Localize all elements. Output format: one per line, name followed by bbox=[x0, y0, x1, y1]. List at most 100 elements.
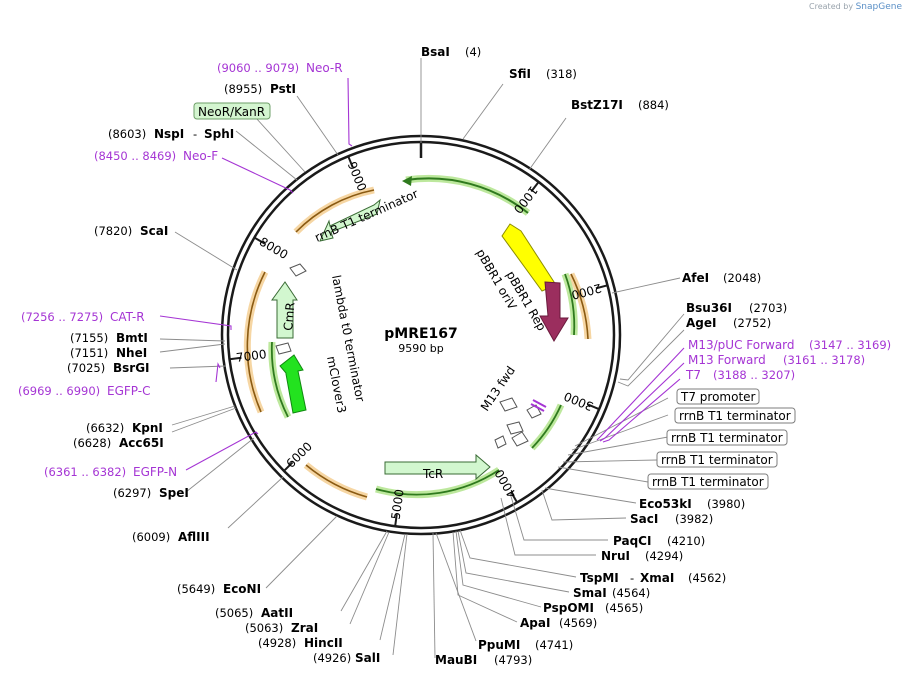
site-econi[interactable]: (5649) EcoNI bbox=[177, 582, 261, 596]
primer-neo-f[interactable]: (8450 .. 8469) Neo-F bbox=[94, 149, 218, 163]
site-smai[interactable]: SmaI (4564) bbox=[573, 586, 650, 600]
primer-bind-arc-3 bbox=[303, 462, 368, 501]
site-acc65i[interactable]: (6628) Acc65I bbox=[73, 436, 164, 450]
svg-text:NruI: NruI bbox=[601, 549, 630, 563]
primer-cat-r[interactable]: (7256 .. 7275) CAT-R bbox=[21, 310, 145, 324]
site-nrui[interactable]: NruI (4294) bbox=[601, 549, 683, 563]
site-ppumi[interactable]: PpuMI (4741) bbox=[478, 638, 573, 652]
site-saci[interactable]: SacI (3982) bbox=[630, 512, 713, 526]
site-afei[interactable]: AfeI (2048) bbox=[682, 271, 761, 285]
box-rrnb-2[interactable]: rrnB T1 terminator bbox=[666, 429, 788, 446]
primer-m13-puc-forward[interactable]: M13/pUC Forward (3147 .. 3169) bbox=[688, 338, 891, 352]
primer-t7[interactable]: T7 (3188 .. 3207) bbox=[685, 368, 795, 382]
site-hincii[interactable]: (4928) HincII bbox=[258, 636, 343, 650]
svg-text:SphI: SphI bbox=[204, 127, 234, 141]
site-kpni[interactable]: (6632) KpnI bbox=[86, 421, 163, 435]
svg-text:EGFP-C: EGFP-C bbox=[107, 384, 150, 398]
svg-text:EGFP-N: EGFP-N bbox=[133, 465, 177, 479]
primer-egfp-c[interactable]: (6969 .. 6990) EGFP-C bbox=[18, 384, 150, 398]
svg-text:ApaI: ApaI bbox=[520, 616, 550, 630]
svg-text:(318): (318) bbox=[546, 67, 577, 81]
site-agei[interactable]: AgeI (2752) bbox=[686, 316, 771, 330]
m13-primer-bar-1 bbox=[532, 399, 547, 408]
primer-egfp-n[interactable]: (6361 .. 6382) EGFP-N bbox=[44, 465, 177, 479]
svg-text:PpuMI: PpuMI bbox=[478, 638, 520, 652]
site-tspmi-xmai[interactable]: TspMI - XmaI (4562) bbox=[580, 571, 726, 585]
tick-marks bbox=[229, 155, 608, 527]
svg-text:(3980): (3980) bbox=[707, 497, 745, 511]
tick-label-4000: 4000 bbox=[492, 467, 519, 500]
svg-text:ZraI: ZraI bbox=[291, 621, 318, 635]
orf-arc-m13-line bbox=[531, 404, 562, 449]
svg-text:(4741): (4741) bbox=[535, 638, 573, 652]
site-sali[interactable]: (4926) SalI bbox=[313, 651, 380, 665]
tick-label-5000: 5000 bbox=[389, 488, 407, 520]
tick-label-9000: 9000 bbox=[345, 160, 369, 194]
svg-text:NeoR/KanR: NeoR/KanR bbox=[198, 105, 265, 119]
tick-label-8000: 8000 bbox=[257, 235, 290, 263]
box-neor-kanr[interactable]: NeoR/KanR bbox=[193, 102, 271, 120]
svg-text:AfeI: AfeI bbox=[682, 271, 709, 285]
svg-text:-: - bbox=[630, 571, 634, 585]
pbbr1-rep-arrow bbox=[539, 281, 569, 342]
svg-text:(6297): (6297) bbox=[113, 486, 151, 500]
svg-text:CAT-R: CAT-R bbox=[110, 310, 145, 324]
tick-label-7000: 7000 bbox=[235, 347, 267, 365]
svg-text:T7 promoter: T7 promoter bbox=[680, 390, 756, 404]
site-afliii[interactable]: (6009) AflIII bbox=[132, 530, 210, 544]
site-bstz17i[interactable]: BstZ17I (884) bbox=[571, 98, 669, 112]
site-bsu36i[interactable]: Bsu36I (2703) bbox=[686, 301, 787, 315]
site-maubi[interactable]: MauBI (4793) bbox=[435, 653, 532, 667]
site-pspomi[interactable]: PspOMI (4565) bbox=[543, 601, 643, 615]
svg-text:(3161 .. 3178): (3161 .. 3178) bbox=[783, 353, 865, 367]
box-rrnb-4[interactable]: rrnB T1 terminator bbox=[647, 473, 769, 490]
svg-text:EcoNI: EcoNI bbox=[223, 582, 261, 596]
box-rrnb-3[interactable]: rrnB T1 terminator bbox=[656, 451, 778, 468]
site-paqci[interactable]: PaqCI (4210) bbox=[613, 534, 705, 548]
site-bsai[interactable]: BsaI (4) bbox=[421, 45, 481, 59]
svg-text:Neo-R: Neo-R bbox=[306, 61, 343, 75]
svg-text:(4): (4) bbox=[465, 45, 481, 59]
tick-label-3000: 3000 bbox=[562, 389, 596, 414]
svg-text:PaqCI: PaqCI bbox=[613, 534, 651, 548]
svg-text:Eco53kI: Eco53kI bbox=[639, 497, 692, 511]
svg-text:Acc65I: Acc65I bbox=[119, 436, 164, 450]
label-tcr: TcR bbox=[422, 467, 443, 481]
plasmid-name: pMRE167 bbox=[384, 326, 458, 342]
svg-text:HincII: HincII bbox=[304, 636, 343, 650]
site-zrai[interactable]: (5063) ZraI bbox=[245, 621, 318, 635]
site-spei[interactable]: (6297) SpeI bbox=[113, 486, 189, 500]
site-sfii[interactable]: SfiI (318) bbox=[509, 67, 577, 81]
primer-neo-r[interactable]: (9060 .. 9079) Neo-R bbox=[217, 61, 343, 75]
svg-text:(6632): (6632) bbox=[86, 421, 124, 435]
site-bsrgi[interactable]: (7025) BsrGI bbox=[67, 361, 150, 375]
mclover3-arrow bbox=[279, 354, 307, 414]
leader-lines bbox=[159, 58, 685, 659]
svg-text:(2048): (2048) bbox=[723, 271, 761, 285]
site-psti[interactable]: (8955) PstI bbox=[224, 82, 296, 96]
primer-m13-forward[interactable]: M13 Forward (3161 .. 3178) bbox=[688, 353, 865, 367]
site-nspi-sphi[interactable]: (8603) NspI - SphI bbox=[108, 127, 234, 141]
site-bmti[interactable]: (7155) BmtI bbox=[70, 331, 148, 345]
svg-text:(4210): (4210) bbox=[667, 534, 705, 548]
site-apai[interactable]: ApaI (4569) bbox=[520, 616, 597, 630]
site-nhei[interactable]: (7151) NheI bbox=[70, 346, 147, 360]
snapgene-logo: SnapGene bbox=[855, 2, 902, 12]
cmr-arrow bbox=[271, 281, 298, 339]
site-aatii[interactable]: (5065) AatII bbox=[215, 606, 293, 620]
site-scai[interactable]: (7820) ScaI bbox=[94, 224, 168, 238]
feature-box-1 bbox=[499, 397, 518, 412]
svg-text:(4793): (4793) bbox=[494, 653, 532, 667]
box-t7-promoter[interactable]: T7 promoter bbox=[676, 388, 760, 405]
primer-leader-lines bbox=[159, 77, 685, 471]
label-cmr: CmR bbox=[281, 302, 297, 332]
tick-mark-3000 bbox=[587, 403, 600, 411]
svg-text:(7256 .. 7275): (7256 .. 7275) bbox=[21, 310, 103, 324]
tcr-arrow bbox=[384, 453, 491, 481]
site-eco53ki[interactable]: Eco53kI (3980) bbox=[639, 497, 745, 511]
svg-text:MauBI: MauBI bbox=[435, 653, 477, 667]
box-rrnb-1[interactable]: rrnB T1 terminator bbox=[674, 407, 796, 424]
terminator-marker-2 bbox=[275, 342, 292, 355]
orf-arrowhead-top bbox=[402, 176, 412, 186]
